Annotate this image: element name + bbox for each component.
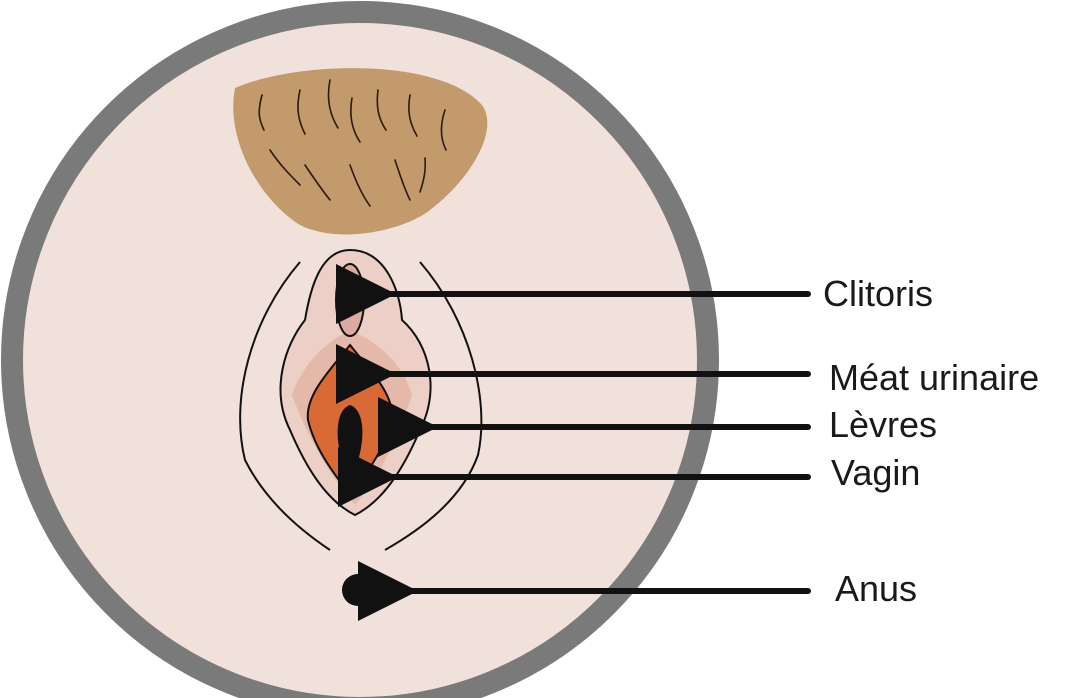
label-labia: Lèvres <box>829 407 937 443</box>
clitoris-shape <box>336 264 364 336</box>
label-clitoris: Clitoris <box>823 276 933 312</box>
label-urinary-meatus: Méat urinaire <box>829 360 1039 396</box>
urinary-meatus-dot <box>343 369 355 381</box>
anus-dot <box>342 574 374 606</box>
label-vagina: Vagin <box>831 455 920 491</box>
label-anus: Anus <box>835 571 917 607</box>
